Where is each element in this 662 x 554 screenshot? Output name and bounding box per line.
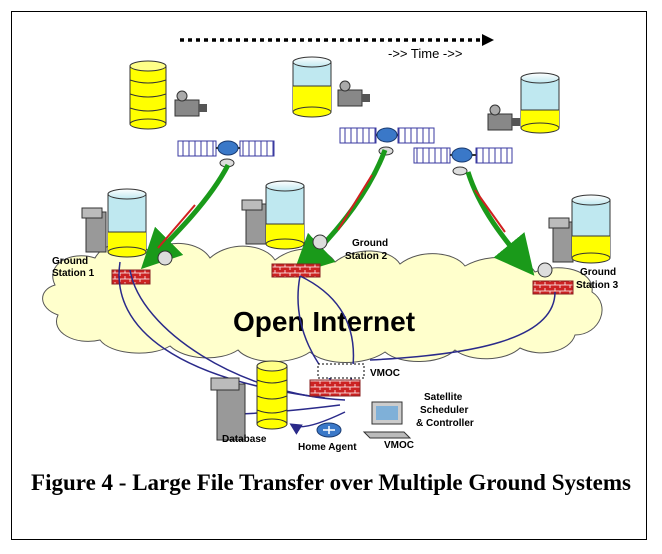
camera-icon (337, 80, 370, 107)
database-node: Database (210, 360, 288, 445)
timeline-label: ->> Time ->> (388, 46, 462, 61)
scheduler-label: Scheduler (420, 405, 468, 416)
downlink-red-2 (337, 174, 373, 231)
home-agent: Home Agent (298, 422, 357, 453)
vmoc-label: VMOC (384, 440, 414, 451)
ground-station-2: Ground Station 2 (241, 180, 388, 278)
satellite-1 (177, 140, 275, 168)
downlink-red-3 (474, 189, 506, 233)
satellite-body (451, 147, 473, 163)
solar-panel-left (413, 147, 451, 164)
figure-caption: Figure 4 - Large File Transfer over Mult… (31, 470, 631, 495)
downlink-red-1 (157, 204, 196, 249)
vmoc-center: VMOC (309, 363, 400, 397)
dish-icon (537, 262, 553, 278)
cloud-label: Open Internet (233, 306, 415, 337)
dish-icon (157, 250, 173, 266)
solar-panel-left (177, 140, 217, 157)
ground-station-label: Ground (580, 267, 616, 278)
cloud-shape (42, 242, 603, 363)
downlink-arrow-3 (465, 171, 535, 276)
downlink-arrow-2 (292, 149, 388, 275)
downlink-arrow-1 (140, 163, 231, 270)
satellite-body (217, 140, 239, 156)
ground-station-label: Station 1 (52, 268, 95, 279)
figure-frame (11, 11, 647, 540)
firewall-icon (532, 280, 574, 295)
vmoc-label: VMOC (370, 368, 400, 379)
router-cloud-icon (317, 363, 365, 379)
firewall-icon (309, 379, 361, 397)
solar-panel-right (475, 147, 513, 164)
ground-station-3: Ground Station 3 (532, 194, 619, 295)
internet-cloud: Open Internet (42, 242, 603, 363)
solar-panel-right (239, 140, 275, 157)
database-label: Database (222, 434, 267, 445)
solar-panel-right (397, 127, 435, 144)
ground-station-label: Ground (352, 238, 388, 249)
satellite-storage-2 (292, 56, 332, 118)
firewall-icon (271, 263, 321, 278)
solar-panel-left (339, 127, 377, 144)
timeline-arrowhead (482, 34, 494, 46)
timeline: ->> Time ->> (180, 34, 494, 61)
ground-station-label: Ground (52, 256, 88, 267)
downlinks (140, 149, 535, 276)
dish-icon (312, 234, 328, 250)
camera-icon (487, 104, 520, 131)
scheduler-label: Satellite (424, 392, 463, 403)
satellite-storage-3 (520, 72, 560, 134)
satellite-body (376, 127, 398, 143)
ground-station-label: Station 3 (576, 280, 619, 291)
satellite-2 (339, 127, 435, 156)
satellite-storage-1 (129, 60, 167, 130)
ground-station-label: Station 2 (345, 251, 388, 262)
satellite-dish (452, 166, 468, 176)
home-agent-label: Home Agent (298, 442, 357, 453)
server-icon (216, 383, 246, 441)
scheduler-label: & Controller (416, 418, 474, 429)
scheduler-node: Satellite Scheduler & Controller VMOC (362, 392, 474, 451)
satellite-3 (413, 147, 513, 176)
ground-station-1: Ground Station 1 (52, 188, 173, 285)
camera-icon (174, 90, 207, 117)
